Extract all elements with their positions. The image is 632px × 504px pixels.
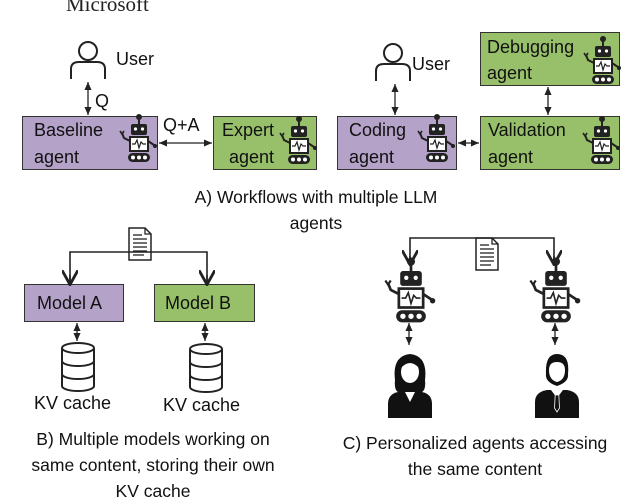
caption-c-line1: C) Personalized agents accessing bbox=[342, 433, 608, 453]
validation-agent-label-1: Validation bbox=[488, 120, 566, 140]
database-icon-a bbox=[61, 342, 95, 392]
debugging-agent-label-1: Debugging bbox=[487, 37, 575, 57]
org-name: Microsoft bbox=[66, 0, 149, 16]
robot-icon-agent-1 bbox=[383, 256, 437, 324]
model-b-box bbox=[154, 284, 255, 322]
q-label: Q bbox=[95, 91, 110, 111]
coding-agent-label-2: agent bbox=[349, 147, 395, 167]
model-b-label: Model B bbox=[165, 293, 232, 313]
user-icon-left bbox=[70, 41, 106, 80]
robot-icon-debugging bbox=[583, 35, 622, 85]
caption-c-line2: the same content bbox=[407, 459, 543, 479]
robot-icon-expert bbox=[279, 115, 318, 165]
model-a-label: Model A bbox=[37, 293, 103, 313]
expert-agent-label-2: agent bbox=[229, 147, 275, 167]
robot-icon-validation bbox=[582, 115, 621, 165]
caption-a-line1: A) Workflows with multiple LLM bbox=[194, 187, 438, 207]
baseline-agent-label-1: Baseline bbox=[34, 120, 104, 140]
caption-b-line1: B) Multiple models working on bbox=[36, 429, 270, 449]
connector-doc-models bbox=[69, 251, 208, 282]
person-icon-man bbox=[534, 353, 580, 419]
kv-cache-a-label: KV cache bbox=[34, 393, 112, 413]
caption-b-line2: same content, storing their own bbox=[31, 455, 275, 475]
connector-doc-agents bbox=[409, 237, 555, 262]
person-icon-woman bbox=[388, 354, 432, 418]
robot-icon-agent-2 bbox=[528, 256, 582, 324]
qa-label: Q+A bbox=[163, 115, 200, 135]
model-a-box bbox=[24, 284, 124, 322]
coding-agent-label-1: Coding bbox=[349, 120, 407, 140]
validation-agent-label-2: agent bbox=[488, 147, 534, 167]
expert-agent-label-1: Expert bbox=[222, 120, 275, 140]
robot-icon-baseline bbox=[119, 113, 158, 163]
robot-icon-coding bbox=[417, 113, 456, 163]
debugging-agent-label-2: agent bbox=[487, 63, 533, 83]
document-icon-b bbox=[128, 227, 152, 261]
user-label-right: User bbox=[412, 54, 451, 74]
document-icon-c bbox=[475, 237, 499, 271]
kv-cache-b-label: KV cache bbox=[163, 395, 241, 415]
database-icon-b bbox=[189, 343, 223, 393]
baseline-agent-label-2: agent bbox=[34, 147, 80, 167]
user-label-left: User bbox=[116, 49, 155, 69]
caption-a-line2: agents bbox=[289, 213, 343, 233]
caption-b-line3: KV cache bbox=[115, 481, 191, 501]
user-icon-right bbox=[375, 43, 411, 82]
